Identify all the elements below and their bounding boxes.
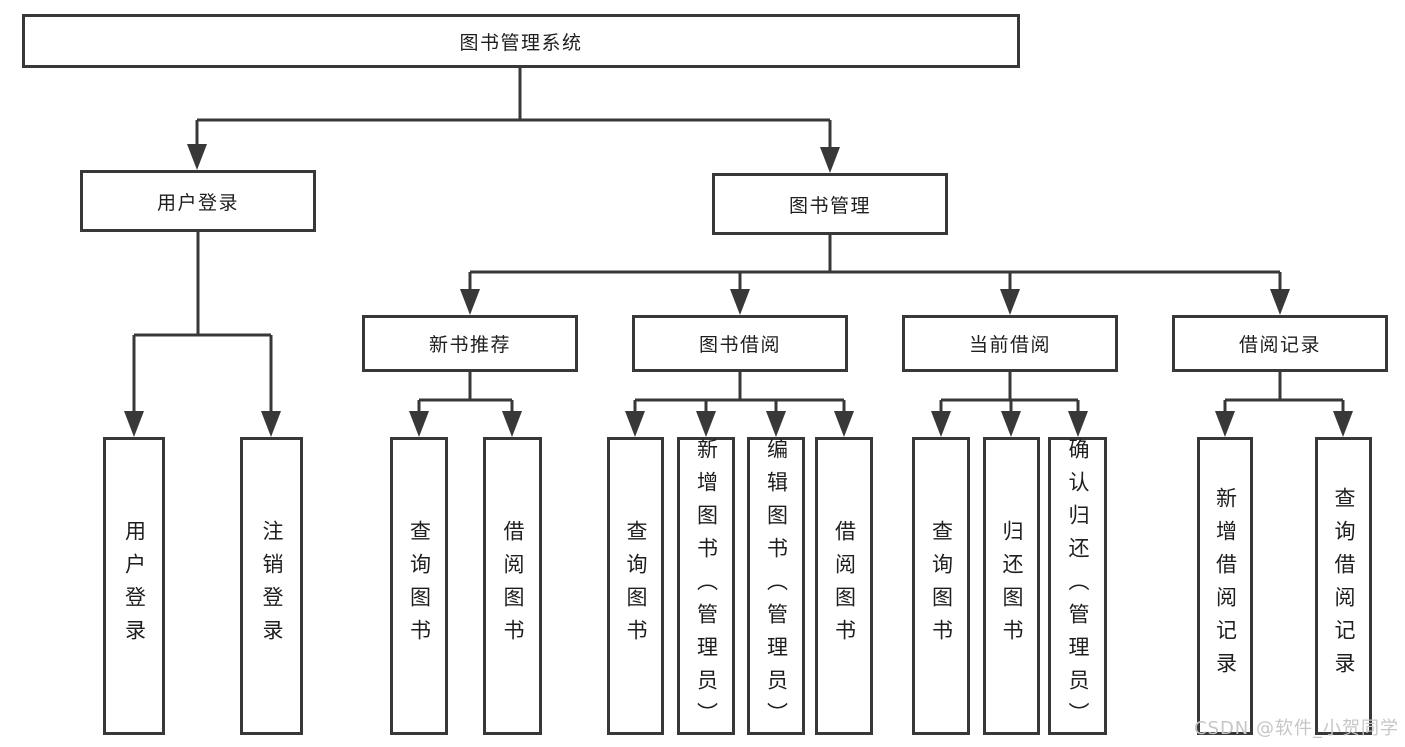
- node-book-management: 图书管理: [712, 173, 948, 235]
- leaf-label: 查询借阅记录: [1332, 487, 1356, 685]
- leaf-label: 用户登录: [122, 520, 147, 652]
- node-book-borrowing: 图书借阅: [632, 315, 848, 372]
- leaf-label: 借阅图书: [501, 520, 525, 652]
- leaf-label: 确认归还（管理员）: [1066, 437, 1090, 735]
- leaf-label: 注销登录: [260, 520, 284, 652]
- node-user-login: 用户登录: [80, 170, 316, 232]
- leaf-borrow-books: 借阅图书: [815, 437, 873, 735]
- leaf-label: 借阅图书: [832, 520, 857, 652]
- node-new-book-recommend: 新书推荐: [362, 315, 578, 372]
- leaf-logout: 注销登录: [240, 437, 303, 735]
- leaf-label: 新增图书（管理员）: [694, 437, 719, 735]
- leaf-label: 查询图书: [624, 520, 648, 652]
- node-library-system: 图书管理系统: [22, 14, 1020, 68]
- leaf-borrow-books-recommend: 借阅图书: [483, 437, 542, 735]
- leaf-edit-books-admin: 编辑图书（管理员）: [747, 437, 805, 735]
- csdn-watermark: CSDN @软件_小贺同学: [1193, 718, 1399, 739]
- leaf-query-books-borrowing: 查询图书: [607, 437, 664, 735]
- leaf-confirm-return-admin: 确认归还（管理员）: [1048, 437, 1107, 735]
- leaf-label: 查询图书: [929, 520, 954, 652]
- leaf-add-books-admin: 新增图书（管理员）: [677, 437, 735, 735]
- leaf-label: 查询图书: [407, 520, 432, 652]
- leaf-query-borrow-record: 查询借阅记录: [1315, 437, 1372, 735]
- leaf-return-books: 归还图书: [983, 437, 1040, 735]
- leaf-label: 归还图书: [1000, 520, 1024, 652]
- leaf-query-books-recommend: 查询图书: [390, 437, 448, 735]
- node-borrowing-records: 借阅记录: [1172, 315, 1388, 372]
- leaf-user-login: 用户登录: [103, 437, 165, 735]
- leaf-add-borrow-record: 新增借阅记录: [1197, 437, 1253, 735]
- leaf-label: 编辑图书（管理员）: [764, 437, 789, 735]
- leaf-label: 新增借阅记录: [1213, 487, 1238, 685]
- leaf-query-books-current: 查询图书: [912, 437, 970, 735]
- node-current-borrowing: 当前借阅: [902, 315, 1118, 372]
